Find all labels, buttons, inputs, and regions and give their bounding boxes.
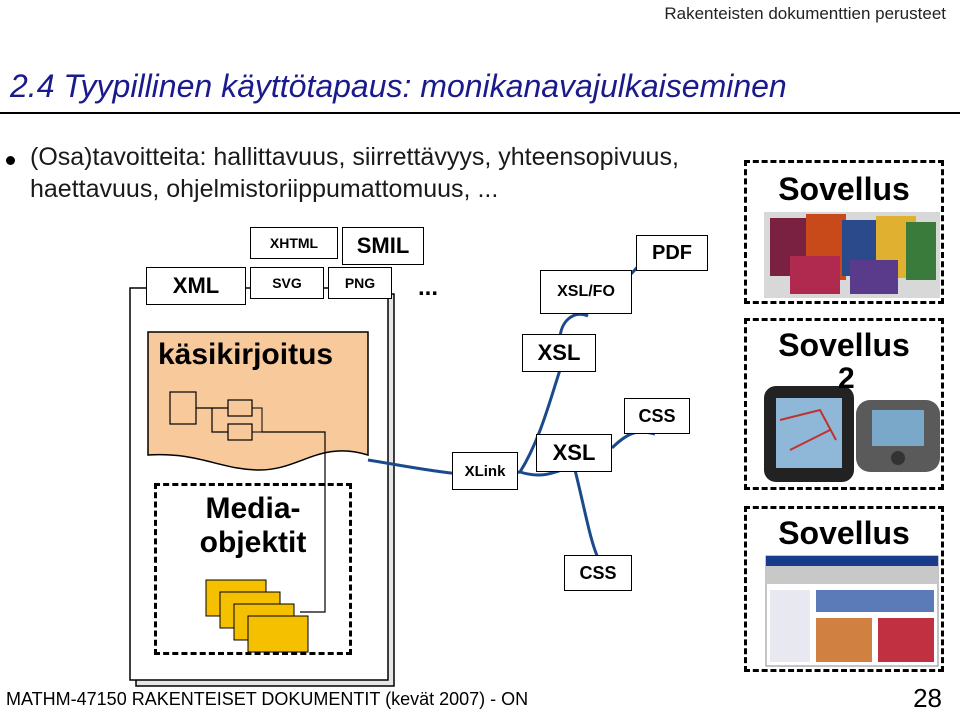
page-number: 28 <box>913 683 942 713</box>
title-divider <box>0 112 960 114</box>
smil-label: SMIL <box>342 227 424 265</box>
manuscript-label: käsikirjoitus <box>158 338 334 371</box>
bullet-text-line2: haettavuus, ohjelmistoriippumattomuus, .… <box>30 175 499 203</box>
footer-course: MATHM-47150 RAKENTEISET DOKUMENTIT (kevä… <box>6 689 529 709</box>
xsl-upper-label: XSL <box>522 334 596 372</box>
magazines-image <box>764 212 940 298</box>
css-lower-label: CSS <box>564 555 632 591</box>
xsl-lower-label: XSL <box>536 434 612 472</box>
media-objects-box <box>154 483 352 655</box>
app3-box <box>744 506 944 672</box>
app3-label: Sovellus <box>750 516 938 550</box>
manuscript-shape <box>147 331 369 471</box>
bullet-icon <box>6 156 15 165</box>
media-pages-icon <box>205 579 309 653</box>
pdf-label: PDF <box>636 235 708 271</box>
bullet-text-line1: (Osa)tavoitteita: hallittavuus, siirrett… <box>30 143 679 171</box>
svg-label: SVG <box>250 267 324 299</box>
media-label-line1: Media- <box>205 492 301 525</box>
app2-number: 2 <box>838 362 855 395</box>
app1-box <box>744 160 944 304</box>
png-label: PNG <box>328 267 392 299</box>
app2-box <box>744 318 944 490</box>
xlink-label: XLink <box>452 452 518 490</box>
css-upper-label: CSS <box>624 398 690 434</box>
xhtml-label: XHTML <box>250 227 338 259</box>
course-title: Rakenteisten dokumenttien perusteet <box>664 4 946 23</box>
media-label-line2: objektit <box>199 526 307 559</box>
media-objects-label: Media- objektit <box>170 492 336 560</box>
xsl-fo-label: XSL/FO <box>540 270 632 314</box>
app2-label: Sovellus <box>750 328 938 362</box>
slide-title: 2.4 Tyypillinen käyttötapaus: monikanava… <box>10 68 787 104</box>
xml-label: XML <box>146 267 246 305</box>
web-browser-image <box>765 555 939 667</box>
more-formats-ellipsis: ... <box>418 274 439 301</box>
app1-label: Sovellus <box>750 172 938 206</box>
mobile-devices-image <box>764 386 940 482</box>
